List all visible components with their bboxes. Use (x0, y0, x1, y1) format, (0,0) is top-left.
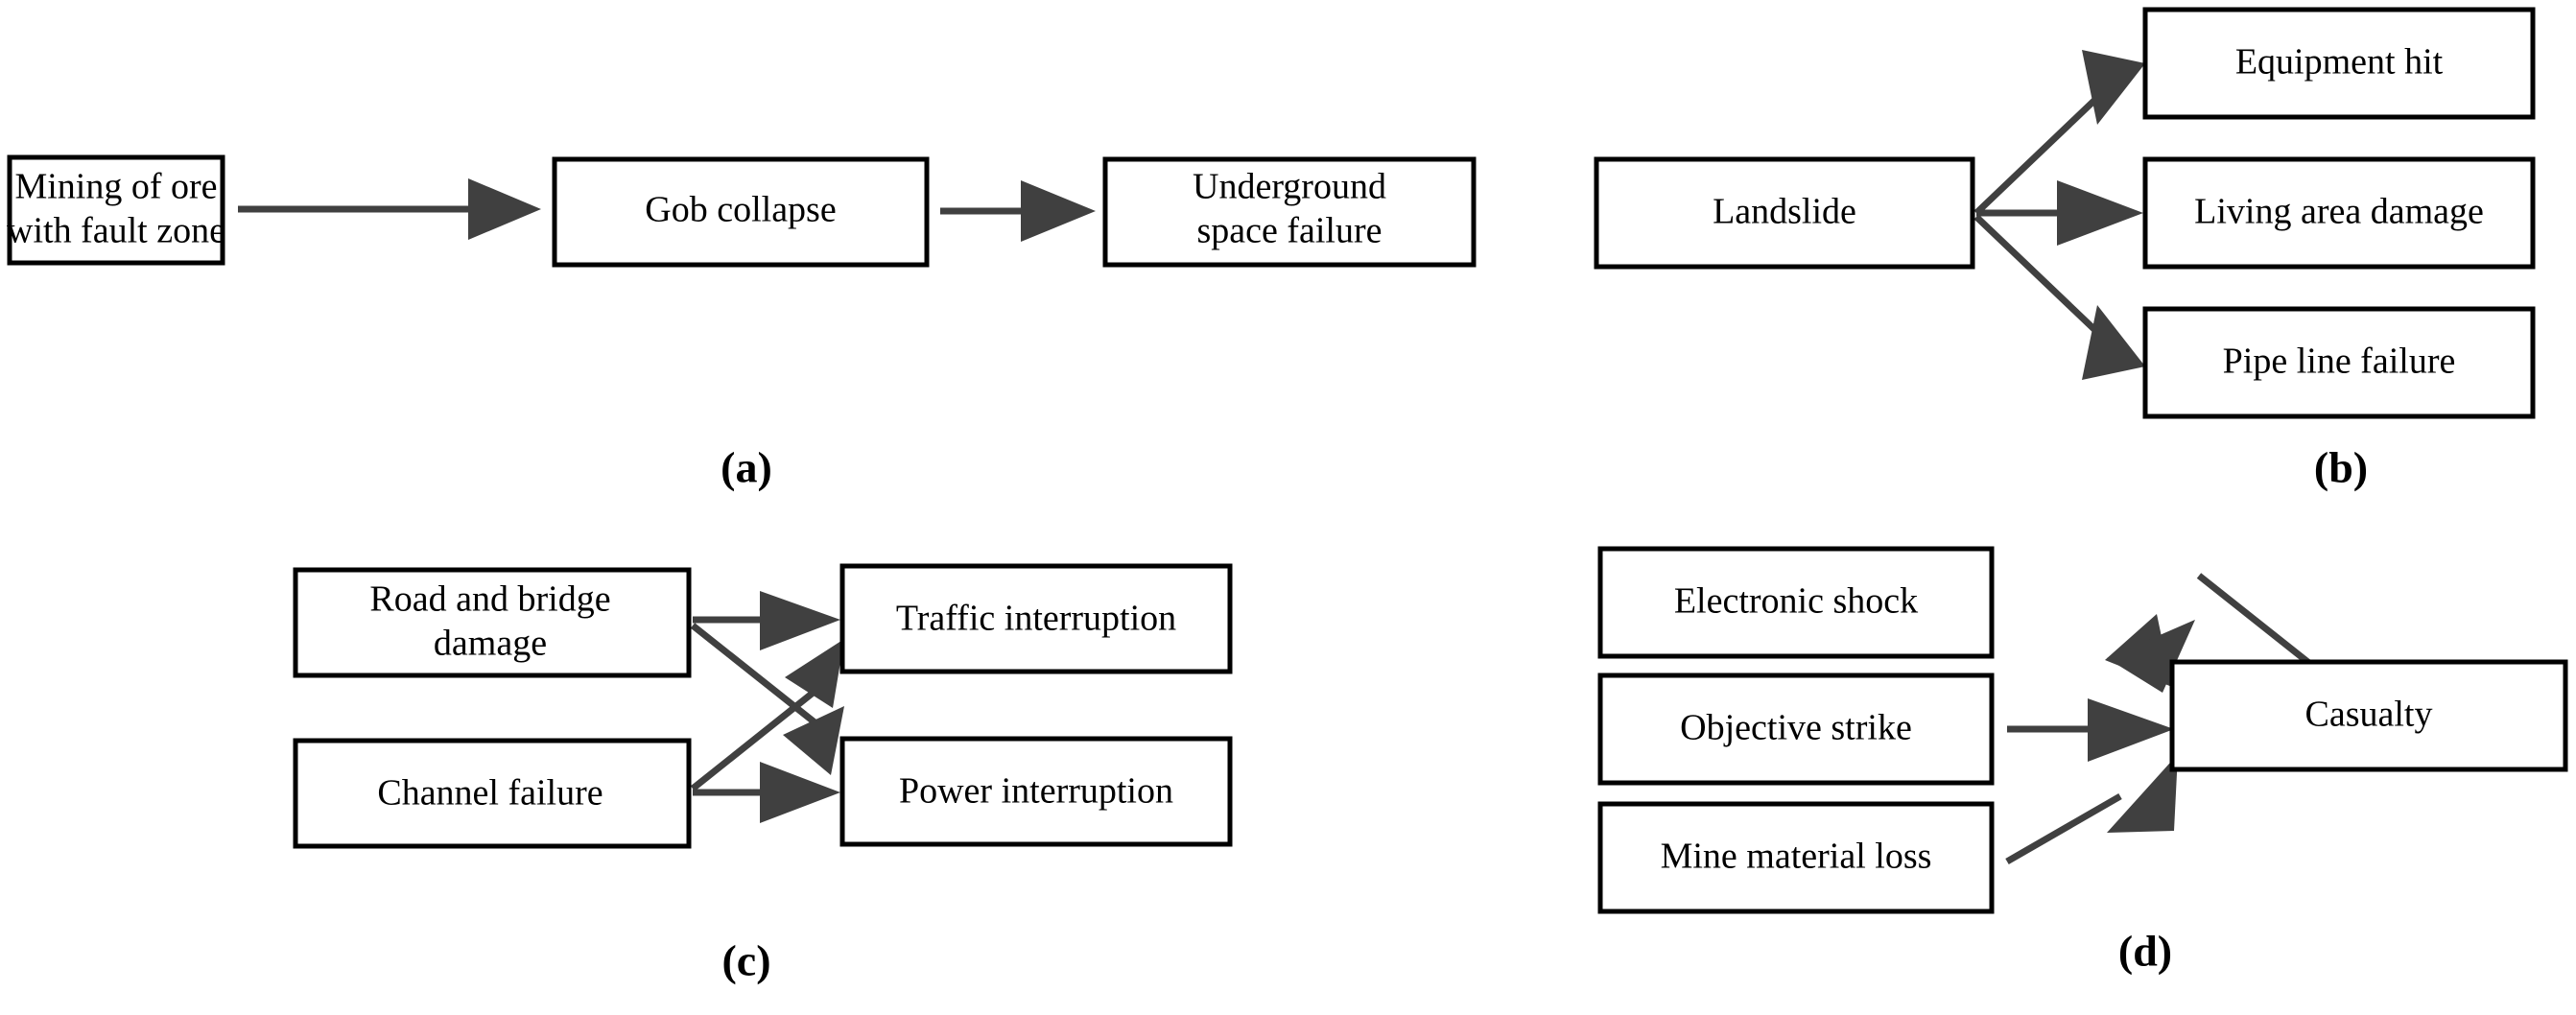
node-label-line2: with fault zone (7, 211, 225, 251)
node-landslide[interactable]: Landslide (1594, 156, 1975, 270)
node-label-line1: Channel failure (377, 773, 603, 814)
panel-caption-d: (d) (2118, 927, 2172, 976)
node-electronic-shock[interactable]: Electronic shock (1597, 546, 1995, 659)
panel-caption-c: (c) (721, 936, 770, 985)
panel-d: Electronic shock Objective strike Mine m… (1597, 546, 2568, 976)
edge-road-bridge-to-power-interruption (690, 623, 844, 775)
edge-road-bridge-to-traffic-interruption (693, 591, 840, 650)
node-label-line1: Living area damage (2194, 192, 2484, 232)
edge-landslide-to-equipment-hit (1973, 50, 2145, 216)
panel-b: Landslide Equipment hit Living area dama… (1594, 7, 2536, 492)
edge-mine-material-loss-to-casualty (2005, 754, 2178, 865)
panel-a: Mining of ore with fault zone Gob collap… (7, 154, 1477, 492)
node-mine-material-loss[interactable]: Mine material loss (1597, 801, 1995, 914)
node-channel-failure[interactable]: Channel failure (293, 738, 692, 849)
edge-mining-to-gob (238, 178, 541, 240)
edge-objective-strike-to-casualty (2007, 698, 2174, 762)
node-power-interruption[interactable]: Power interruption (839, 736, 1233, 847)
node-label-line1: Casualty (2305, 695, 2433, 735)
node-casualty[interactable]: Casualty (2169, 659, 2568, 772)
node-label-line1: Electronic shock (1674, 581, 1918, 622)
node-pipe-line-failure[interactable]: Pipe line failure (2142, 306, 2536, 419)
node-label-line1: Power interruption (899, 771, 1173, 812)
node-objective-strike[interactable]: Objective strike (1597, 673, 1995, 786)
node-label-line1: Underground (1193, 167, 1386, 207)
node-underground-space-failure[interactable]: Underground space failure (1102, 156, 1477, 268)
panel-caption-b: (b) (2314, 443, 2368, 492)
node-road-and-bridge-damage[interactable]: Road and bridge damage (293, 567, 692, 678)
node-label-line1: Mining of ore (14, 167, 217, 207)
node-label-line1: Landslide (1713, 192, 1856, 232)
edge-gob-to-underground (940, 180, 1096, 242)
node-label-line1: Mine material loss (1661, 837, 1932, 877)
edge-landslide-to-living-area-damage (1976, 180, 2143, 246)
node-label-line1: Equipment hit (2235, 42, 2444, 83)
node-label-line2: damage (434, 624, 547, 664)
edge-channel-failure-to-traffic-interruption (690, 639, 844, 791)
edge-channel-failure-to-power-interruption (693, 762, 840, 823)
edge-landslide-to-pipe-line-failure (1973, 214, 2145, 380)
node-traffic-interruption[interactable]: Traffic interruption (839, 563, 1233, 674)
node-living-area-damage[interactable]: Living area damage (2142, 156, 2536, 270)
node-equipment-hit[interactable]: Equipment hit (2142, 7, 2536, 120)
node-label-line1: Road and bridge (369, 579, 610, 620)
node-mining-of-ore-with-fault-zone[interactable]: Mining of ore with fault zone (7, 154, 225, 266)
edge-electronic-shock-to-casualty (2105, 573, 2313, 693)
panel-caption-a: (a) (721, 443, 772, 492)
node-label-line2: space failure (1196, 211, 1382, 251)
node-label-line1: Pipe line failure (2223, 342, 2456, 382)
node-label-line1: Gob collapse (645, 190, 836, 230)
node-gob-collapse[interactable]: Gob collapse (552, 156, 930, 268)
node-label-line1: Objective strike (1680, 708, 1912, 748)
panel-c: Road and bridge damage Channel failure T… (293, 563, 1233, 985)
node-label-line1: Traffic interruption (896, 599, 1176, 639)
